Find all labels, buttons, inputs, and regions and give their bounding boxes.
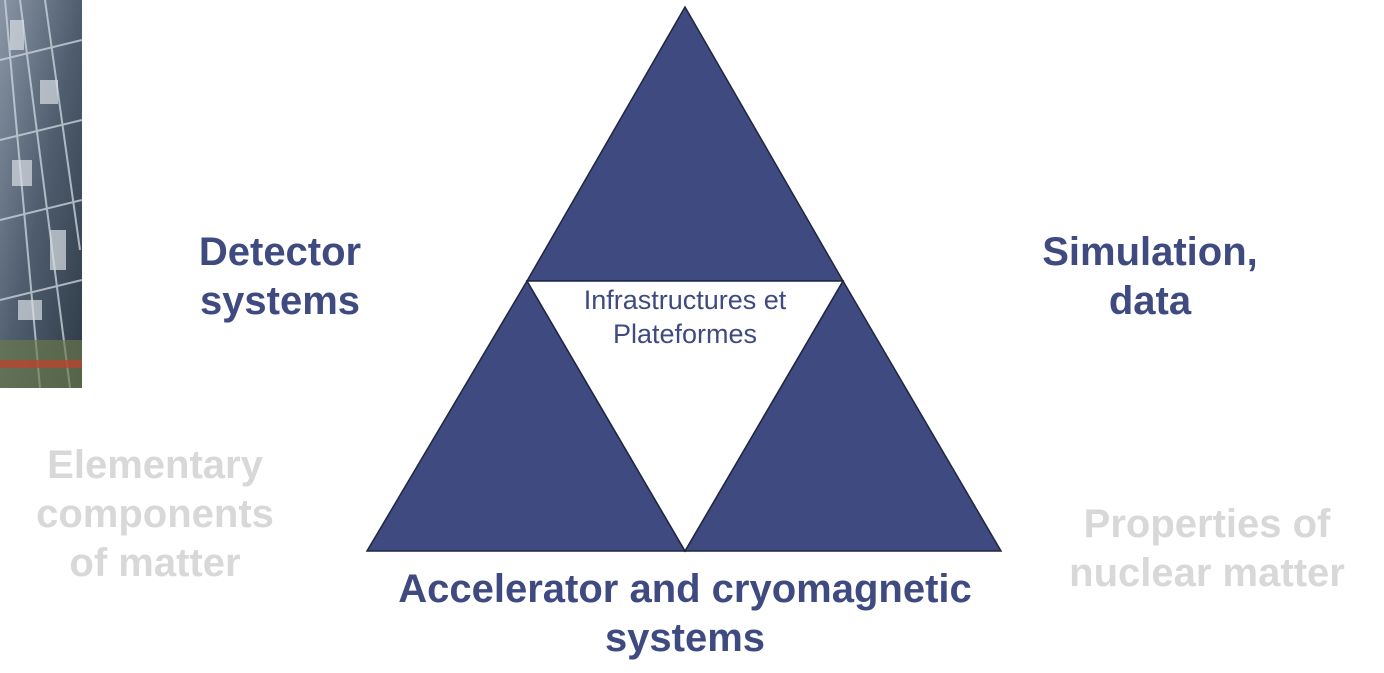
center-label-line2: Plateformes bbox=[612, 318, 758, 349]
label-line: components bbox=[36, 492, 274, 537]
label-line: Elementary bbox=[47, 443, 263, 487]
label-line: Accelerator and cryomagnetic bbox=[398, 567, 972, 611]
label-line: Properties of bbox=[1083, 502, 1331, 546]
detector-photo-image bbox=[0, 0, 82, 388]
label-detector-systems: Detector systems bbox=[160, 228, 400, 326]
label-line: data bbox=[1108, 279, 1192, 324]
label-properties-nuclear-matter: Properties of nuclear matter bbox=[1030, 500, 1384, 598]
label-line: systems bbox=[199, 279, 361, 324]
label-simulation-data: Simulation, data bbox=[1000, 228, 1300, 326]
triangle-top bbox=[525, 5, 845, 282]
label-line: of matter bbox=[69, 541, 241, 586]
center-triangle bbox=[525, 280, 845, 553]
label-line: systems bbox=[604, 616, 766, 661]
label-line: nuclear matter bbox=[1069, 551, 1345, 596]
center-label: Infrastructures et Plateformes bbox=[530, 284, 840, 352]
label-line: Detector bbox=[198, 230, 362, 274]
label-accelerator-cryomagnetic: Accelerator and cryomagnetic systems bbox=[320, 565, 1050, 663]
center-label-line1: Infrastructures et bbox=[583, 285, 787, 315]
label-line: Simulation, bbox=[1042, 230, 1258, 274]
label-elementary-components: Elementary components of matter bbox=[0, 441, 310, 589]
